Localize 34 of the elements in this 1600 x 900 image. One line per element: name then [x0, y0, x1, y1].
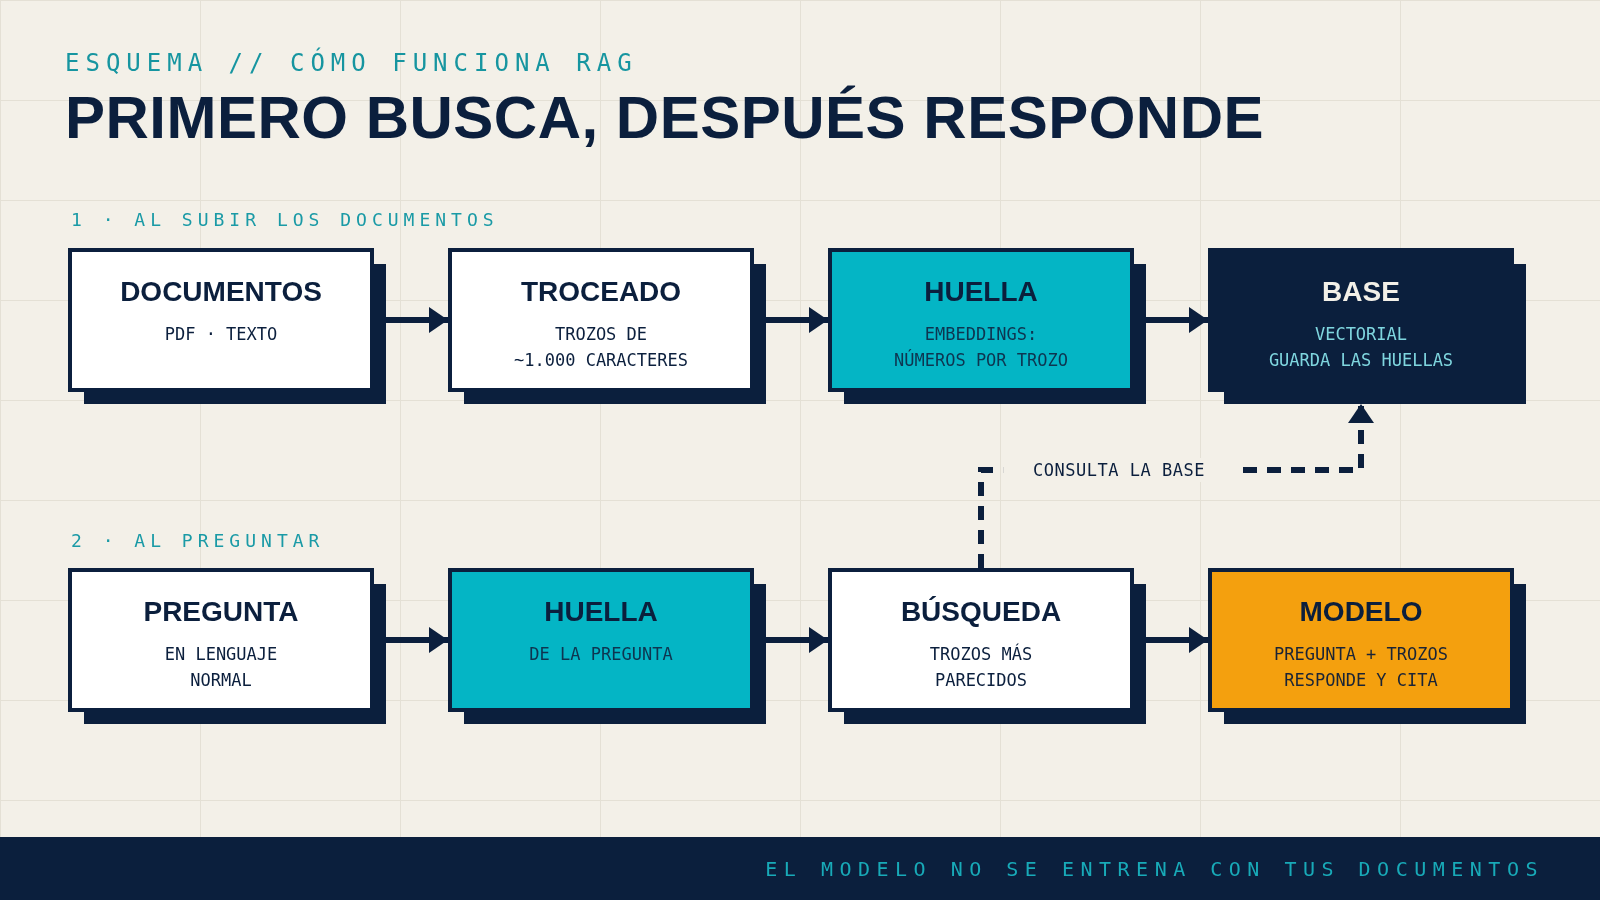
box-description: EN LENGUAJE NORMAL — [164, 643, 278, 692]
box-description: PREGUNTA + TROZOS RESPONDE Y CITA — [1274, 643, 1448, 692]
arrow — [386, 627, 448, 653]
box-heading: DOCUMENTOS — [120, 276, 322, 308]
box-description: DE LA PREGUNTA — [529, 643, 673, 666]
arrow — [766, 627, 828, 653]
box-description: TROZOS DE ~1.000 CARACTERES — [514, 323, 688, 372]
process-box — [1208, 248, 1526, 404]
arrow — [766, 307, 828, 333]
box-description: TROZOS MÁS PARECIDOS — [929, 642, 1033, 692]
section-label: 1 · AL SUBIR LOS DOCUMENTOS — [71, 211, 499, 229]
box-description: EMBEDDINGS: NÚMEROS POR TROZO — [894, 323, 1068, 372]
process-box — [68, 568, 386, 724]
box-heading: HUELLA — [544, 596, 658, 628]
footer-note: EL MODELO NO SE ENTRENA CON TUS DOCUMENTOS — [765, 859, 1544, 879]
process-box — [68, 248, 386, 404]
box-heading: TROCEADO — [520, 276, 682, 308]
arrow — [1146, 627, 1208, 653]
box-description: VECTORIAL GUARDA LAS HUELLAS — [1268, 323, 1454, 372]
box-heading: BÚSQUEDA — [900, 596, 1062, 628]
process-box — [828, 248, 1146, 404]
process-box — [448, 248, 766, 404]
process-box — [448, 568, 766, 724]
edge-label: CONSULTA LA BASE — [1003, 458, 1235, 482]
arrow — [1146, 307, 1208, 333]
process-box — [1208, 568, 1526, 724]
process-box — [828, 568, 1146, 724]
section-label: 2 · AL PREGUNTAR — [71, 532, 325, 550]
box-heading: MODELO — [1299, 596, 1423, 628]
arrow — [386, 307, 448, 333]
box-heading: PREGUNTA — [143, 596, 299, 628]
box-description: PDF · TEXTO — [164, 323, 278, 346]
box-heading: HUELLA — [924, 276, 1038, 308]
box-heading: BASE — [1322, 276, 1400, 308]
